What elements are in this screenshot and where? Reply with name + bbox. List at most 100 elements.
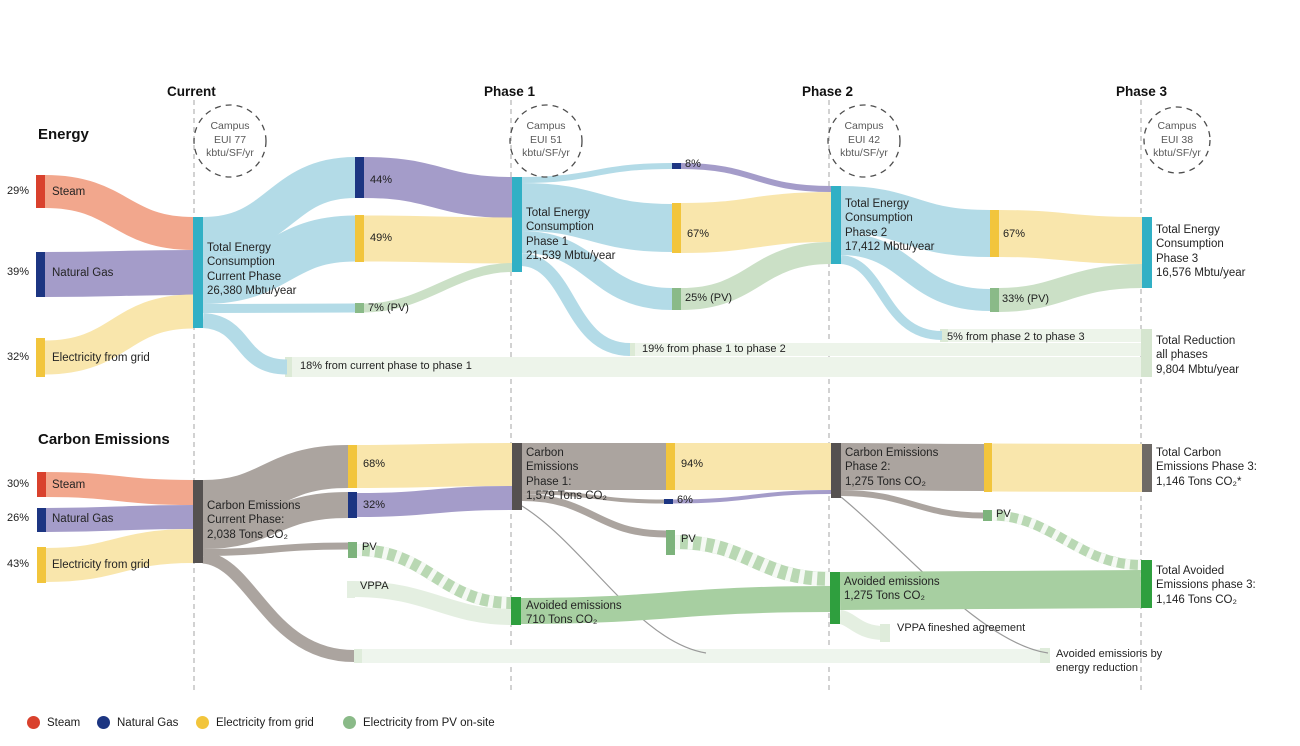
carbon-steam-pct: 30%	[7, 478, 30, 490]
node-energy-grid	[36, 338, 45, 377]
legend-gas-label: Natural Gas	[117, 716, 179, 729]
node-p3-pv	[990, 288, 999, 312]
energy-reduction-2-label: 19% from phase 1 to phase 2	[642, 343, 786, 355]
energy-p2-mix-grid: 67%	[687, 228, 710, 240]
energy-grid-pct: 32%	[7, 351, 30, 363]
carbon-grid-label: Electricity from grid	[52, 559, 150, 571]
carbon-total-p1: Carbon Emissions Phase 1: 1,579 Tons CO₂	[526, 447, 607, 502]
energy-gas-label: Natural Gas	[52, 267, 114, 279]
cflow-current-to-p1-pv	[202, 542, 349, 556]
node-p2-grid	[672, 203, 681, 253]
node-c-p1-grid	[348, 445, 357, 488]
node-energy-p1-total	[512, 177, 522, 272]
node-p2-gas	[672, 163, 681, 169]
legend-item-pv: Electricity from PV on-site	[343, 716, 495, 729]
eui-label-phase1: Campus EUI 51 kbtu/SF/yr	[522, 120, 570, 160]
eui-circle-phase2	[827, 104, 901, 178]
energy-reduction-band-2	[628, 343, 1141, 356]
flow-p2-pv-in	[680, 242, 832, 310]
node-c-p1-gas	[348, 492, 357, 518]
energy-p2-mix-gas: 8%	[685, 158, 701, 170]
energy-steam-pct: 29%	[7, 185, 30, 197]
energy-steam-label: Steam	[52, 186, 86, 198]
cflow-p1-gas-in	[356, 486, 513, 517]
energy-flows	[44, 157, 1143, 375]
cflow-vppa-finished	[838, 610, 885, 640]
energy-reduction-band-3	[940, 329, 1141, 342]
avoided-total-label: Total Avoided Emissions phase 3: 1,146 T…	[1156, 565, 1256, 606]
legend-steam-label: Steam	[47, 716, 81, 729]
cflow-avoided2-to-total	[839, 570, 1142, 610]
cflow-gas-to-current	[45, 505, 194, 532]
phase-title-3: Phase 3	[1116, 84, 1168, 99]
energy-p1-mix-gas: 44%	[370, 174, 393, 186]
node-p1-pv	[355, 303, 364, 313]
eui-label-current: Campus EUI 77 kbtu/SF/yr	[206, 120, 254, 160]
energy-p3-mix-grid: 67%	[1003, 228, 1026, 240]
carbon-gas-pct: 26%	[7, 512, 30, 524]
vppa-band-start	[347, 581, 355, 598]
flow-grid-to-current	[44, 294, 194, 375]
flow-p2-to-p3-grid	[840, 186, 991, 257]
phase-title-2: Phase 2	[802, 84, 854, 99]
carbon-total-current: Carbon Emissions Current Phase: 2,038 To…	[207, 500, 301, 541]
energy-reduction-band-1-start	[285, 357, 292, 377]
cflow-grid-to-current	[45, 529, 194, 582]
node-avoided-total	[1141, 560, 1152, 608]
node-energy-current-total	[193, 217, 203, 328]
node-carbon-grid	[37, 547, 46, 583]
flow-current-to-p1-grid	[202, 215, 356, 304]
cflow-pv1-dash-overlay	[356, 544, 512, 609]
node-p3-grid	[990, 210, 999, 257]
vppa-note-label: VPPA fineshed agreement	[897, 622, 1026, 634]
energy-reduction-1-label: 18% from current phase to phase 1	[300, 360, 472, 372]
legend-grid-label: Electricity from grid	[216, 716, 314, 729]
carbon-total-p3: Total Carbon Emissions Phase 3: 1,146 To…	[1156, 447, 1257, 488]
section-title-energy: Energy	[38, 126, 89, 143]
node-carbon-steam	[37, 472, 46, 497]
flow-gas-to-current	[44, 250, 194, 297]
eui-circles	[193, 104, 1211, 178]
section-title-carbon: Carbon Emissions	[38, 431, 170, 448]
carbon-nodes	[37, 443, 1152, 625]
flow-p1-to-reduction	[521, 253, 631, 356]
gas-legend-dot-icon	[97, 716, 110, 729]
reduction-note-label: Avoided emissions by energy reduction	[1056, 648, 1163, 674]
carbon-p1-mix-gas: 32%	[363, 499, 386, 511]
cflow-current-to-reduction	[202, 551, 355, 662]
cflow-p2-to-p3-grid	[840, 443, 985, 491]
node-energy-gas	[36, 252, 45, 297]
cflow-pv3-dash-overlay	[991, 510, 1142, 570]
carbon-p2-mix-pv: PV	[681, 533, 696, 545]
cflow-p1-grid-in	[356, 443, 513, 488]
node-c-p3-grid	[984, 443, 992, 492]
energy-reduction-band-2-start	[628, 343, 635, 356]
carbon-p1-mix-vppa: VPPA	[360, 580, 389, 592]
flow-p1-to-p2-grid	[521, 183, 673, 252]
flow-p1-to-p2-gas	[521, 163, 673, 183]
carbon-reduction-band	[354, 649, 1042, 663]
energy-p1-mix-grid: 49%	[370, 232, 393, 244]
node-c-p3-pv	[983, 510, 992, 521]
energy-total-p3: Total Energy Consumption Phase 3 16,576 …	[1156, 224, 1246, 279]
node-energy-steam	[36, 175, 45, 208]
carbon-p2-mix-grid: 94%	[681, 458, 704, 470]
cflow-steam-to-current	[45, 472, 194, 505]
cflow-p1-reduction-line	[521, 505, 707, 654]
node-c-p1-pv	[348, 542, 357, 558]
carbon-reduction-band-start	[354, 649, 362, 663]
cflow-avoided1-to-avoided2	[520, 586, 831, 624]
node-c-p2-grid	[666, 443, 675, 490]
legend-item-steam: Steam	[27, 716, 80, 729]
vppa-finished-node	[880, 624, 890, 642]
phase-title-1: Phase 1	[484, 84, 536, 99]
energy-reduction-band-1	[285, 357, 1141, 377]
flow-p2-to-p3-pv	[840, 233, 991, 311]
node-carbon-p3-total	[1142, 444, 1152, 492]
energy-reduction-3-label: 5% from phase 2 to phase 3	[947, 331, 1085, 343]
cflow-p1-to-p2-pv	[521, 494, 667, 538]
flow-p2-to-reduction	[840, 255, 943, 340]
flow-p3-grid-in	[998, 210, 1143, 264]
